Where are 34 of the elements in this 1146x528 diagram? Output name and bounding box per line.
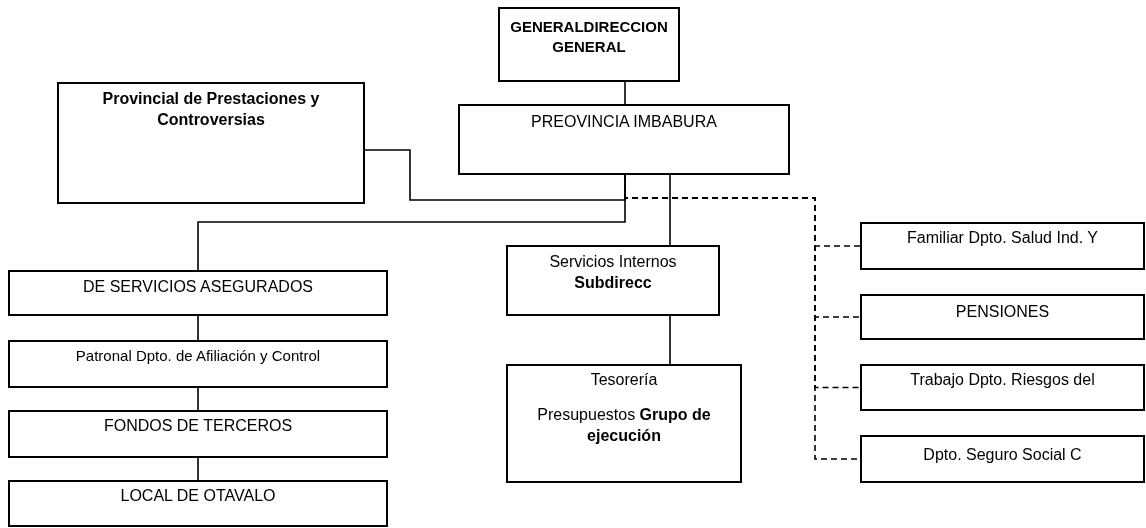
org-box xyxy=(57,82,365,204)
box-label: Patronal Dpto. de Afiliación y Control xyxy=(75,346,321,366)
connector-line xyxy=(624,81,626,105)
connector-line xyxy=(197,457,199,481)
org-box xyxy=(860,435,1145,483)
org-box xyxy=(8,410,388,458)
box-label: Familiar Dpto. Salud Ind. Y xyxy=(907,228,1098,248)
org-box xyxy=(860,294,1145,340)
org-box xyxy=(506,245,720,316)
box-label: Dpto. Seguro Social C xyxy=(923,445,1082,465)
connector-line xyxy=(364,149,626,201)
box-label: GENERALDIRECCION GENERAL xyxy=(509,17,669,56)
org-box xyxy=(8,270,388,316)
org-box xyxy=(458,104,790,175)
box-label: DE SERVICIOS ASEGURADOS xyxy=(83,277,313,297)
box-label: Presupuestos Grupo de ejecución xyxy=(536,404,712,446)
box-label: Tesorería xyxy=(590,370,658,390)
box-label: PREOVINCIA IMBABURA xyxy=(531,112,717,132)
box-label: FONDOS DE TERCEROS xyxy=(103,416,293,436)
org-box xyxy=(860,222,1145,270)
connector-line xyxy=(197,315,199,341)
connector-line xyxy=(669,174,671,246)
box-label: Trabajo Dpto. Riesgos del xyxy=(910,370,1095,390)
box-label: LOCAL DE OTAVALO xyxy=(120,486,276,506)
org-box xyxy=(8,480,388,527)
box-label: PENSIONES xyxy=(955,302,1050,322)
org-box xyxy=(8,340,388,388)
org-box xyxy=(506,364,742,483)
connector-line xyxy=(197,387,199,411)
connector-line xyxy=(669,315,671,365)
box-label: Provincial de Prestaciones y Controversias xyxy=(101,89,321,130)
org-box xyxy=(860,364,1145,411)
box-label: Servicios Internos Subdirecc xyxy=(548,252,678,293)
org-box xyxy=(498,7,680,82)
